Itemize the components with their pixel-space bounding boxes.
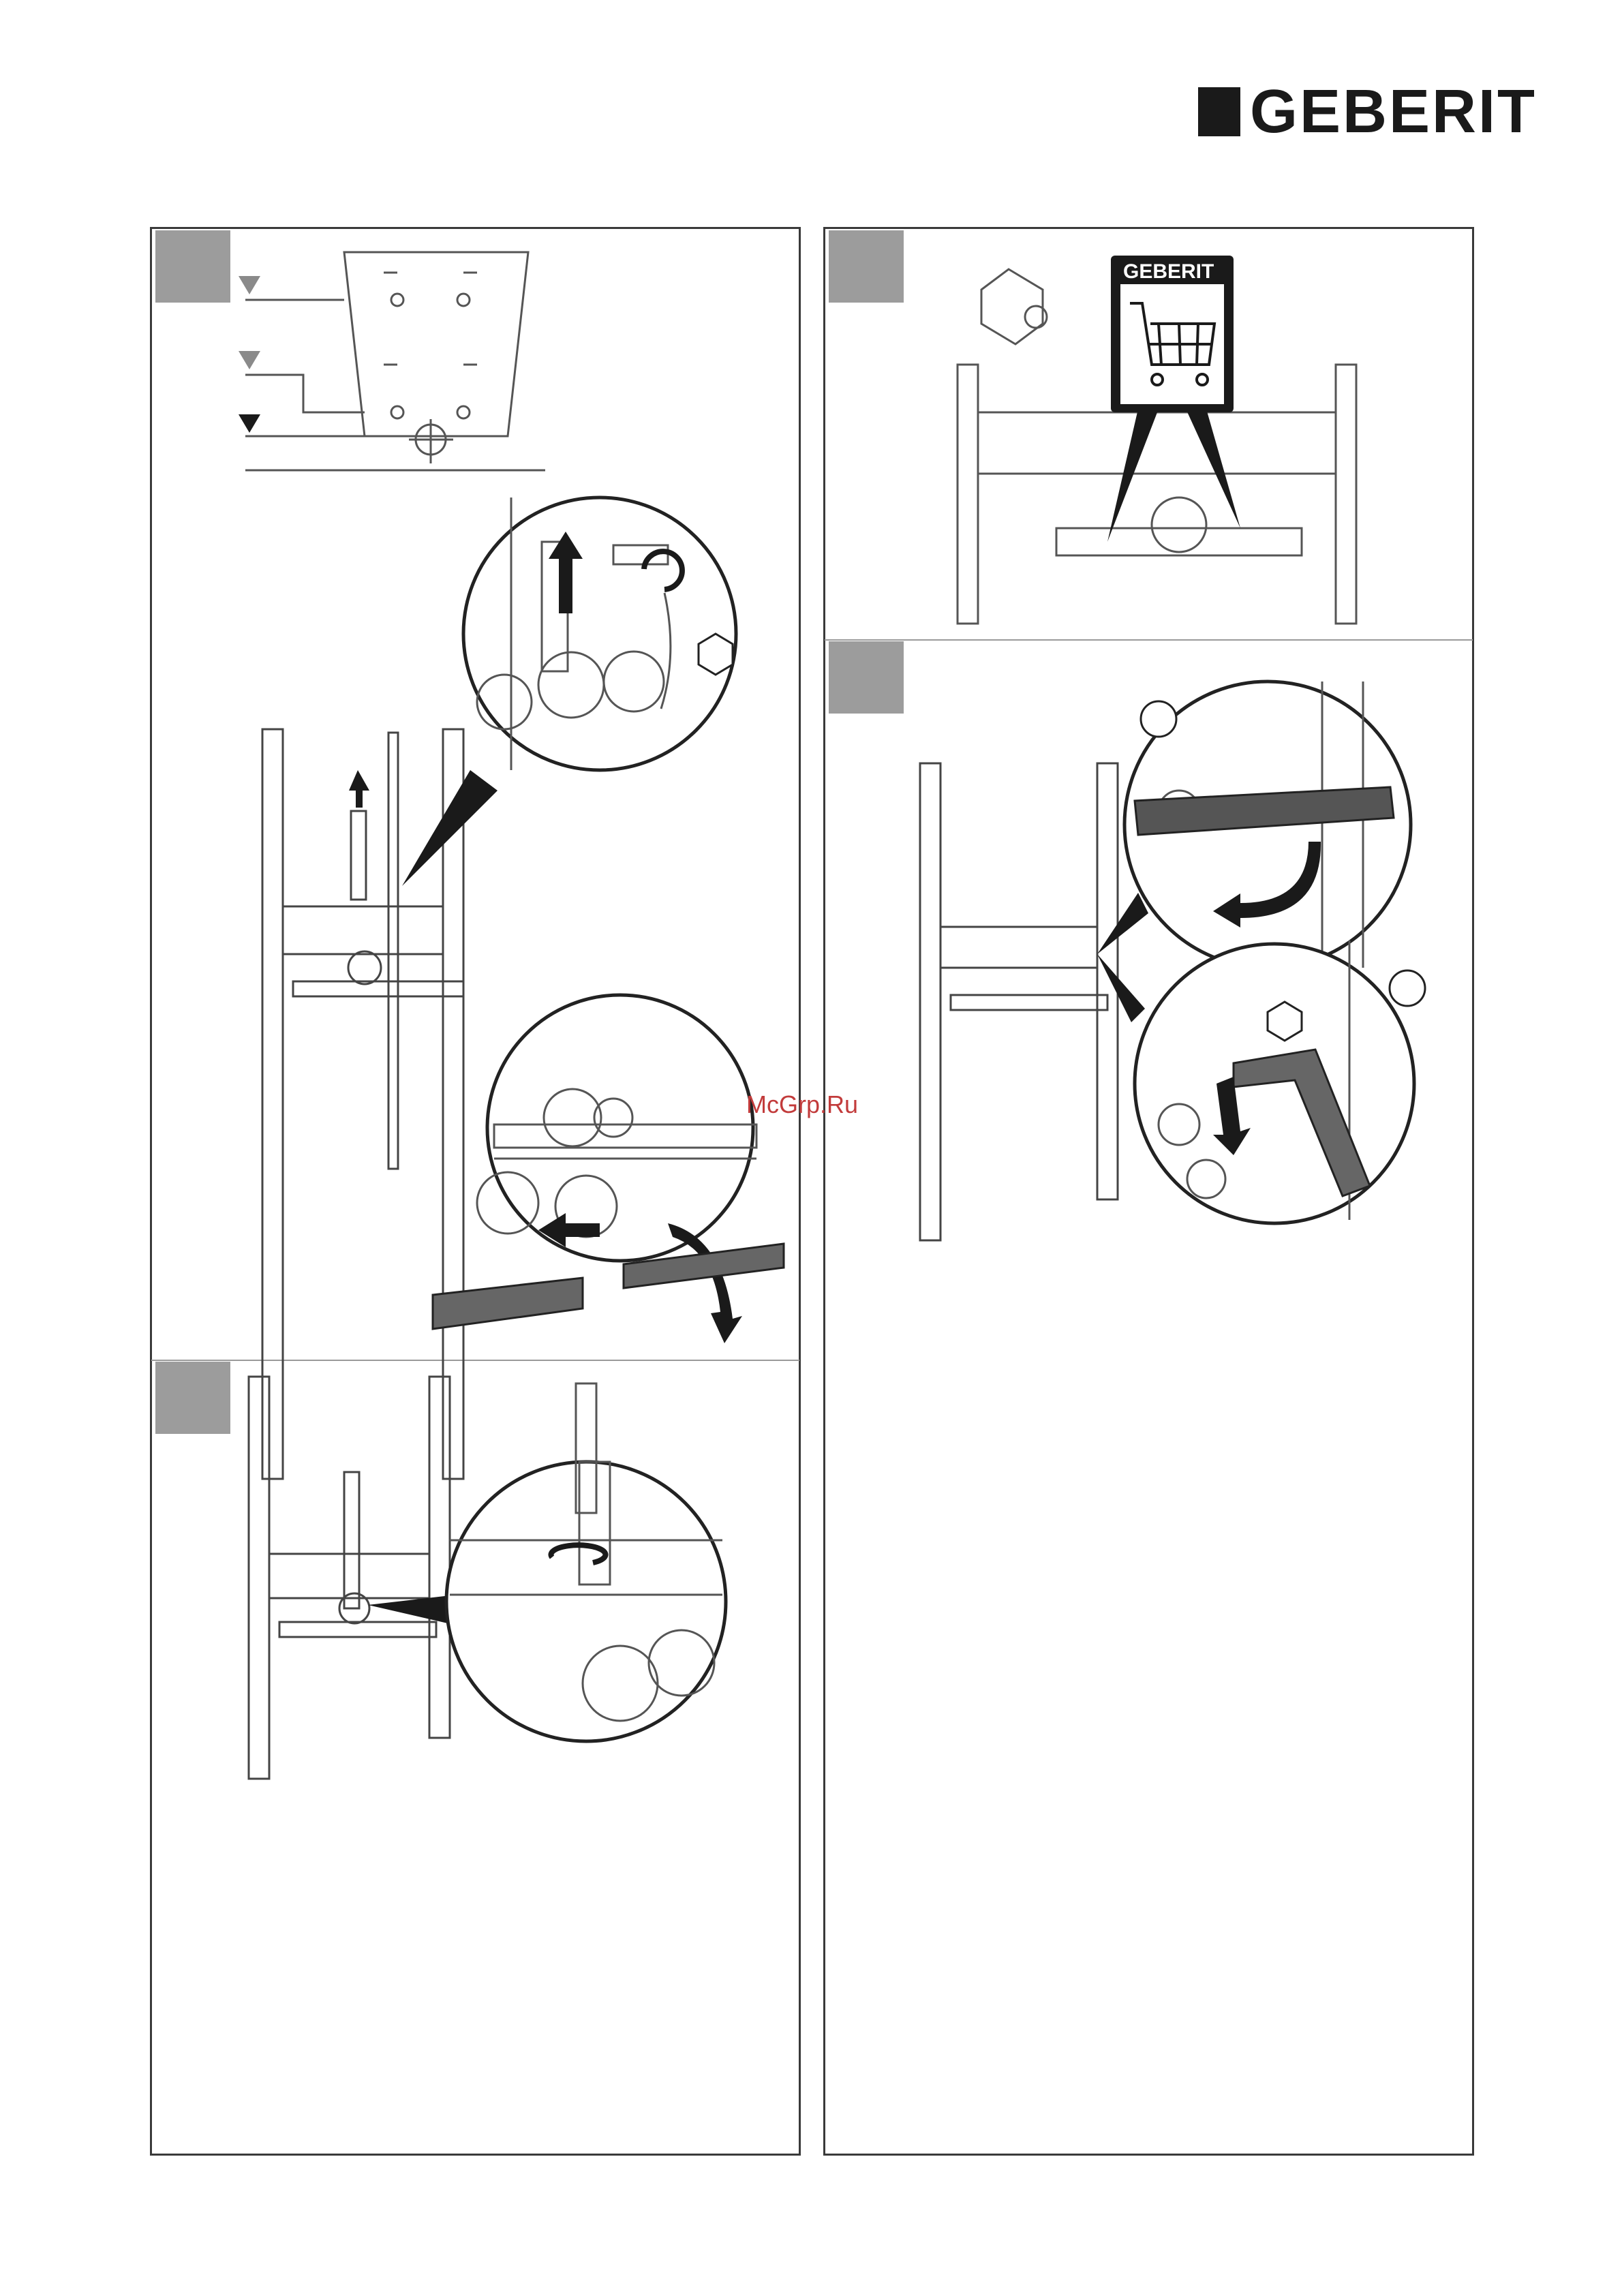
magnified-detail-5 bbox=[1135, 944, 1414, 1223]
frame-clamp-illustration bbox=[245, 477, 777, 1343]
step-box-2 bbox=[155, 1362, 230, 1434]
left-step-divider bbox=[151, 1360, 799, 1361]
height-marker-2 bbox=[239, 351, 260, 369]
height-marker-1 bbox=[239, 276, 260, 294]
bracket-wrench-illustration bbox=[913, 654, 1458, 1268]
right-step-divider bbox=[825, 639, 1473, 641]
cart-badge-brand: GEBERIT bbox=[1123, 260, 1232, 284]
step-box-3 bbox=[829, 230, 904, 303]
watermark: McGrp.Ru bbox=[746, 1090, 858, 1119]
height-marker-3 bbox=[239, 414, 260, 433]
callout-wedge-4 bbox=[1097, 954, 1145, 1022]
fitting-purchase-illustration bbox=[954, 256, 1390, 624]
magnified-detail-2 bbox=[487, 995, 753, 1261]
callout-wedge-1 bbox=[402, 770, 498, 886]
geberit-logo: GEBERIT bbox=[1198, 87, 1537, 136]
logo-square bbox=[1198, 87, 1240, 136]
callout-wedge-3 bbox=[1097, 893, 1148, 954]
logo-wordmark: GEBERIT bbox=[1250, 87, 1537, 136]
hex-key-icon bbox=[699, 634, 733, 675]
cart-pointer-right bbox=[1186, 409, 1240, 528]
number-circle-1 bbox=[1141, 701, 1176, 737]
step-box-1 bbox=[155, 230, 230, 303]
callout-wedge-2 bbox=[368, 1595, 457, 1625]
number-circle-2 bbox=[1390, 970, 1425, 1006]
basin-template-diagram bbox=[239, 245, 552, 477]
clamp-tightening-illustration bbox=[232, 1370, 777, 1792]
step-box-4 bbox=[829, 641, 904, 714]
up-arrow-small bbox=[349, 770, 369, 808]
